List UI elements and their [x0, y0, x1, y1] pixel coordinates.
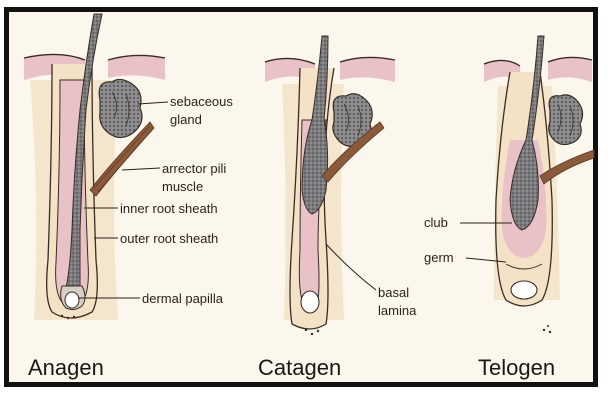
catagen-follicle	[265, 36, 395, 335]
anagen-dermal-papilla	[65, 292, 79, 308]
leader-sebaceous	[138, 102, 168, 104]
anagen-papilla-dot	[73, 316, 75, 318]
label-sebaceous-line2: gland	[170, 112, 202, 127]
stage-title-catagen: Catagen	[258, 356, 341, 380]
stage-title-telogen: Telogen	[478, 356, 555, 380]
catagen-epidermis-right	[340, 57, 395, 82]
telogen-follicle	[484, 36, 594, 333]
telogen-debris-dot	[543, 329, 545, 331]
label-inner-root-sheath: inner root sheath	[120, 201, 218, 216]
stage-title-anagen: Anagen	[28, 356, 104, 380]
telogen-debris-dot	[549, 331, 551, 333]
anagen-papilla-dot	[61, 315, 63, 317]
catagen-debris-dot	[317, 330, 319, 332]
telogen-epidermis-right	[548, 57, 592, 82]
catagen-debris-dot	[311, 333, 313, 335]
label-outer-root-sheath: outer root sheath	[120, 231, 218, 246]
telogen-dermal-papilla	[511, 281, 537, 299]
label-basal-line2: lamina	[378, 303, 416, 318]
label-dermal-papilla: dermal papilla	[142, 291, 223, 306]
label-basal-line1: basal	[378, 285, 409, 300]
anagen-follicle	[24, 14, 165, 320]
catagen-dermal-papilla	[301, 291, 319, 313]
telogen-debris-dot	[547, 325, 549, 327]
anagen-epidermis-right	[108, 55, 165, 80]
label-sebaceous-line1: sebaceous	[170, 94, 233, 109]
anagen-sebaceous-gland	[99, 79, 142, 137]
label-arrector-line1: arrector pili	[162, 161, 226, 176]
label-club: club	[424, 215, 448, 230]
telogen-sebaceous-gland	[549, 95, 583, 145]
label-germ: germ	[424, 250, 454, 265]
catagen-debris-dot	[305, 329, 307, 331]
leader-arrector	[122, 168, 160, 170]
anagen-papilla-dot	[67, 317, 69, 319]
label-arrector-line2: muscle	[162, 179, 203, 194]
